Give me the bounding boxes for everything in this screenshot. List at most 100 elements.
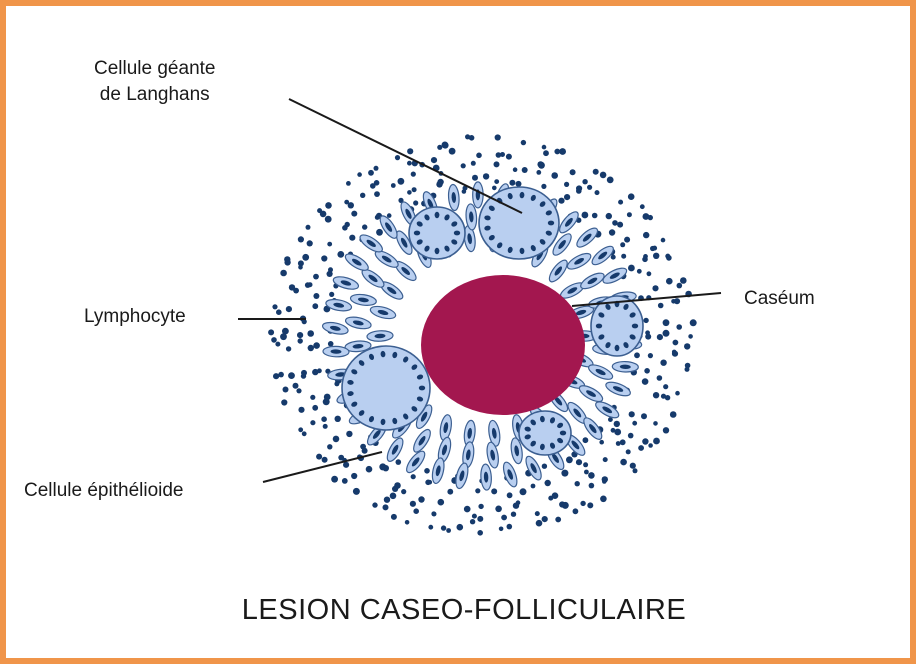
lymphocyte-dot	[509, 180, 515, 186]
lymphocyte-dot	[286, 346, 291, 351]
lymphocyte-dot	[548, 496, 553, 501]
lymphocyte-dot	[587, 185, 592, 190]
lymphocyte-dot	[438, 499, 445, 506]
epithelioid-cell	[369, 304, 397, 321]
epithelioid-cell	[501, 461, 520, 489]
epithelioid-cell	[480, 464, 492, 491]
lymphocyte-dot	[477, 516, 483, 522]
lymphocyte-dot	[647, 271, 652, 276]
lymphocyte-dot	[522, 167, 528, 173]
langhans-giant-cell	[519, 411, 571, 455]
lymphocyte-dot	[582, 179, 587, 184]
epithelioid-cell	[546, 258, 570, 285]
lymphocyte-dot	[395, 155, 400, 160]
lymphocyte-dot	[583, 462, 588, 467]
lymphocyte-dot	[663, 384, 668, 389]
lymphocyte-dot	[293, 383, 299, 389]
lymphocyte-dot	[603, 457, 608, 462]
lymphocyte-dot	[513, 503, 519, 509]
lymphocyte-dot	[411, 474, 416, 479]
epithelioid-cell	[438, 414, 453, 441]
lymphocyte-dot	[275, 342, 280, 347]
lymphocyte-dot	[296, 388, 301, 393]
lymphocyte-dot	[658, 303, 664, 309]
lymphocyte-dot	[334, 381, 339, 386]
lymphocyte-dot	[609, 229, 615, 235]
giant-cell-nucleus	[596, 324, 602, 329]
lymphocyte-dot	[302, 254, 309, 261]
lymphocyte-dot	[501, 515, 507, 521]
lymphocyte-dot	[357, 172, 362, 177]
lymphocyte-dot	[624, 237, 630, 243]
lymphocyte-dot	[401, 489, 406, 494]
lymphocyte-dot	[627, 212, 632, 217]
lymphocyte-dot	[507, 524, 513, 530]
lymphocyte-dot	[469, 135, 475, 141]
lymphocyte-dot	[653, 392, 659, 398]
lymphocyte-dot	[676, 324, 682, 330]
lymphocyte-dot	[640, 204, 645, 209]
lymphocyte-dot	[652, 285, 658, 291]
epithelioid-cell	[604, 379, 632, 398]
lymphocyte-dot	[582, 212, 589, 219]
lymphocyte-dot	[657, 334, 663, 340]
lymphocyte-dot	[288, 372, 295, 379]
lymphocyte-dot	[431, 511, 436, 516]
lymphocyte-dot	[545, 480, 551, 486]
lymphocyte-dot	[441, 525, 446, 530]
label-langhans-line2: de Langhans	[94, 82, 215, 108]
lymphocyte-dot	[374, 191, 380, 197]
lymphocyte-dot	[272, 304, 277, 309]
lymphocyte-dot	[653, 421, 658, 426]
lymphocyte-dot	[630, 463, 636, 469]
lymphocyte-dot	[593, 169, 599, 175]
lymphocyte-dot	[298, 260, 304, 266]
giant-cell-nucleus	[454, 231, 460, 236]
lymphocyte-dot	[325, 216, 332, 223]
lymphocyte-dot	[418, 496, 424, 502]
lymphocyte-dot	[424, 468, 430, 474]
lymphocyte-dot	[276, 309, 282, 315]
lymphocyte-dot	[677, 283, 683, 289]
leader-line	[289, 99, 522, 213]
lymphocyte-dot	[657, 375, 663, 381]
lymphocyte-dot	[663, 330, 670, 337]
lymphocyte-dot	[626, 449, 631, 454]
lymphocyte-dot	[306, 225, 311, 230]
lymphocyte-dot	[648, 215, 653, 220]
lymphocyte-dot	[353, 488, 360, 495]
lymphocyte-dot	[368, 170, 374, 176]
lymphocyte-dot	[307, 330, 314, 337]
lymphocyte-dot	[680, 277, 687, 284]
lymphocyte-dot	[573, 508, 579, 514]
lymphocyte-dot	[629, 411, 635, 417]
lymphocyte-dot	[599, 440, 604, 445]
label-langhans-giant-cell: Cellule géante de Langhans	[94, 56, 215, 108]
lymphocyte-dot	[617, 222, 623, 228]
lymphocyte-dot	[576, 459, 582, 465]
lymphocyte-dot	[302, 431, 307, 436]
lymphocyte-dot	[600, 496, 607, 503]
lymphocyte-dot	[374, 180, 380, 186]
lymphocyte-dot	[644, 368, 650, 374]
giant-cell-nucleus	[435, 248, 440, 254]
lymphocyte-dot	[684, 343, 690, 349]
lymphocyte-dot	[583, 437, 589, 443]
lymphocyte-dot	[310, 395, 315, 400]
lymphocyte-dot	[665, 395, 670, 400]
lymphocyte-dot	[344, 200, 349, 205]
lymphocyte-dot	[559, 148, 566, 155]
lymphocyte-dot	[298, 236, 304, 242]
lymphocyte-dot	[301, 370, 307, 376]
lymphocyte-dot	[428, 480, 433, 485]
lymphocyte-dot	[500, 152, 505, 157]
lymphocyte-dot	[313, 274, 319, 280]
epithelioid-cell	[350, 293, 377, 307]
lymphocyte-dot	[494, 161, 500, 167]
lymphocyte-dot	[645, 330, 650, 335]
lymphocyte-dot	[620, 459, 627, 466]
langhans-giant-cell	[591, 296, 643, 356]
lymphocyte-dot	[320, 211, 327, 218]
epithelioid-cell	[578, 270, 606, 292]
lymphocyte-dot	[535, 511, 540, 516]
